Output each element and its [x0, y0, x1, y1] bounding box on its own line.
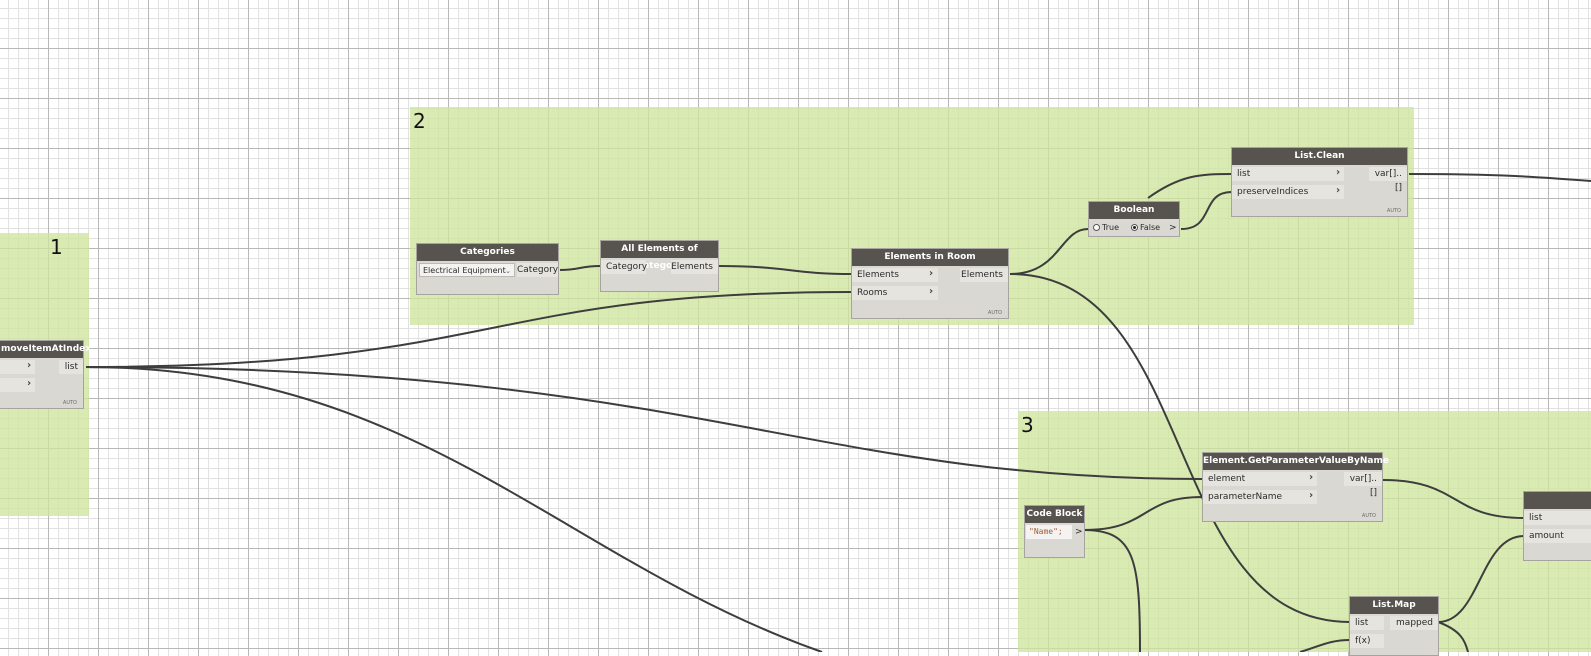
category-dropdown[interactable]: Electrical Equipment ⌄	[419, 263, 515, 277]
chevron-right-icon: ›	[27, 360, 32, 371]
chevron-right-icon: ›	[1309, 490, 1314, 501]
auto-badge: AUTO	[987, 310, 1002, 316]
output-port-category[interactable]: Category	[517, 263, 559, 277]
node-partial-right[interactable]: list amount	[1523, 491, 1591, 561]
node-list-clean[interactable]: List.Clean list › preserveIndices › var[…	[1231, 147, 1408, 217]
node-categories-title: Categories	[417, 244, 558, 261]
input-port-category[interactable]: Category	[601, 260, 647, 274]
wire-param-to-list	[1382, 479, 1525, 519]
true-label: True	[1102, 223, 1119, 232]
node-partial-title	[1524, 492, 1591, 509]
chevron-right-icon: ›	[1336, 185, 1341, 196]
node-list-map[interactable]: List.Map list f(x) mapped	[1349, 596, 1439, 656]
node-code-block[interactable]: Code Block "Name"; >	[1024, 505, 1085, 558]
node-get-param-title: Element.GetParameterValueByName	[1203, 453, 1389, 470]
false-label: False	[1140, 223, 1161, 232]
node-list-map-title: List.Map	[1350, 597, 1438, 614]
node-list-clean-title: List.Clean	[1232, 148, 1407, 165]
node-remove-item-at-index[interactable]: moveItemAtIndex › › list AUTO	[0, 340, 91, 409]
input-port-list[interactable]: list	[1524, 511, 1591, 525]
input-port-2[interactable]	[0, 378, 35, 392]
chevron-down-icon: ⌄	[505, 267, 511, 275]
node-all-elements-title: All Elements of Category	[601, 241, 718, 271]
auto-badge: AUTO	[62, 400, 77, 406]
input-port-1[interactable]	[0, 360, 35, 374]
group-3[interactable]: 3	[1018, 411, 1591, 652]
wire-removeitem-to-element	[85, 366, 1203, 480]
node-elements-in-room-title: Elements in Room	[852, 249, 1008, 266]
chevron-right-icon: ›	[929, 268, 934, 279]
input-port-amount[interactable]: amount	[1524, 529, 1591, 543]
node-boolean-title: Boolean	[1089, 202, 1179, 219]
category-dropdown-value: Electrical Equipment	[423, 266, 506, 275]
wire-codeblock-down	[1083, 529, 1141, 652]
wire-allelements-to-room	[717, 265, 853, 275]
group-1-number: 1	[50, 235, 63, 259]
output-port-elements[interactable]: Elements	[960, 268, 1008, 282]
output-port-var[interactable]: var[]..[]	[1369, 167, 1407, 193]
radio-true-icon	[1093, 224, 1100, 231]
code-block-output-port[interactable]: >	[1075, 527, 1083, 537]
node-all-elements-of-category[interactable]: All Elements of Category Category Elemen…	[600, 240, 719, 292]
output-port-mapped[interactable]: mapped	[1390, 616, 1438, 630]
boolean-true-option[interactable]: True	[1093, 221, 1119, 235]
input-port-preserve-indices[interactable]: preserveIndices	[1232, 185, 1344, 199]
wire-codeblock-to-param	[1083, 496, 1203, 531]
wire-removeitem-to-lower	[85, 366, 823, 652]
output-port-list[interactable]: list	[59, 360, 83, 374]
input-port-fx[interactable]: f(x)	[1350, 634, 1384, 648]
wire-listclean-out	[1408, 173, 1591, 182]
node-get-parameter-value-by-name[interactable]: Element.GetParameterValueByName element …	[1202, 452, 1389, 522]
group-3-number: 3	[1021, 413, 1034, 437]
chevron-right-icon: ›	[929, 286, 934, 297]
wire-fx-in	[1299, 639, 1351, 652]
code-block-editor[interactable]: "Name";	[1026, 525, 1072, 539]
node-code-block-title: Code Block	[1025, 506, 1084, 523]
input-port-elements[interactable]: Elements	[852, 268, 938, 282]
wire-listmap-to-amount	[1437, 535, 1525, 623]
input-port-parameter-name[interactable]: parameterName	[1203, 490, 1317, 504]
boolean-false-option[interactable]: False	[1131, 221, 1160, 235]
input-port-rooms[interactable]: Rooms	[852, 286, 938, 300]
group-2-number: 2	[413, 109, 426, 133]
chevron-right-icon: ›	[1336, 167, 1341, 178]
node-elements-in-room[interactable]: Elements in Room Elements › Rooms › Elem…	[851, 248, 1009, 319]
node-boolean[interactable]: Boolean True False >	[1088, 201, 1180, 237]
wire-categories-to-allelements	[559, 265, 601, 271]
wire-boolean-to-preserve	[1180, 191, 1233, 230]
chevron-right-icon: ›	[1309, 472, 1314, 483]
output-port-var[interactable]: var[]..[]	[1344, 472, 1382, 498]
radio-false-icon	[1131, 224, 1138, 231]
auto-badge: AUTO	[1361, 513, 1376, 519]
node-categories[interactable]: Categories Electrical Equipment ⌄ Catego…	[416, 243, 559, 295]
node-remove-item-title: moveItemAtIndex	[0, 341, 91, 358]
input-port-element[interactable]: element	[1203, 472, 1317, 486]
input-port-list[interactable]: list	[1350, 616, 1384, 630]
wire-listmap-down	[1437, 621, 1469, 652]
output-port-elements[interactable]: Elements	[671, 260, 718, 274]
boolean-output-port[interactable]: >	[1169, 223, 1177, 233]
auto-badge: AUTO	[1386, 208, 1401, 214]
input-port-list[interactable]: list	[1232, 167, 1344, 181]
wire-boolean-to-list	[1147, 173, 1233, 199]
chevron-right-icon: ›	[27, 378, 32, 389]
wire-removeitem-to-rooms	[85, 291, 853, 368]
wire-room-to-listmap	[1009, 273, 1351, 623]
wire-room-to-boolean	[1009, 228, 1089, 275]
